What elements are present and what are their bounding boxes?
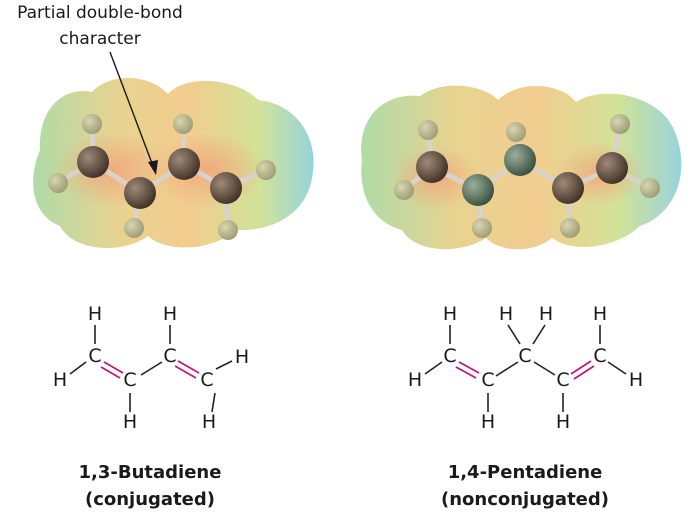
pentadiene-c-1: C [443, 345, 456, 367]
pentadiene-h-6: H [629, 369, 643, 391]
butadiene-atoms [48, 114, 276, 240]
butadiene-c-3: C [163, 345, 176, 367]
annotation-arrow-line [109, 51, 154, 167]
pentadiene-structure: H H H H H H H H C C C C C [408, 303, 643, 433]
pentadiene-atoms [394, 114, 660, 238]
pentadiene-type: (nonconjugated) [441, 489, 609, 510]
annotation-arrowhead [148, 160, 158, 175]
annotation-line-2: character [59, 29, 140, 49]
pentadiene-c-4: C [556, 369, 569, 391]
butadiene-structure: H H H H H H C C C C [53, 303, 249, 433]
pentadiene-h-2: H [499, 303, 513, 325]
butadiene-type: (conjugated) [85, 489, 215, 510]
annotation-line-1: Partial double-bond [17, 3, 183, 23]
butadiene-c-1: C [88, 345, 101, 367]
pentadiene-c-2: C [481, 369, 494, 391]
butadiene-h-2: H [163, 303, 177, 325]
butadiene-h-4: H [235, 346, 249, 368]
pentadiene-double-bonds [455, 360, 595, 380]
pentadiene-h-8: H [556, 411, 570, 433]
pentadiene-h-4: H [593, 303, 607, 325]
annotation-callout: Partial double-bond character [17, 3, 183, 175]
butadiene-h-1: H [88, 303, 102, 325]
pentadiene-h-3: H [539, 303, 553, 325]
butadiene-double-bonds [100, 360, 200, 379]
pentadiene-c-3: C [518, 345, 531, 367]
butadiene-name: 1,3-Butadiene [79, 462, 222, 483]
pentadiene-h-5: H [408, 369, 422, 391]
pentadiene-h-1: H [443, 303, 457, 325]
butadiene-c-2: C [123, 369, 136, 391]
butadiene-c-4: C [200, 369, 213, 391]
pentadiene-h-7: H [481, 411, 495, 433]
pentadiene-c-5: C [593, 345, 606, 367]
butadiene-h-6: H [202, 411, 216, 433]
pentadiene-name: 1,4-Pentadiene [448, 462, 603, 483]
butadiene-h-3: H [53, 369, 67, 391]
butadiene-h-5: H [123, 411, 137, 433]
